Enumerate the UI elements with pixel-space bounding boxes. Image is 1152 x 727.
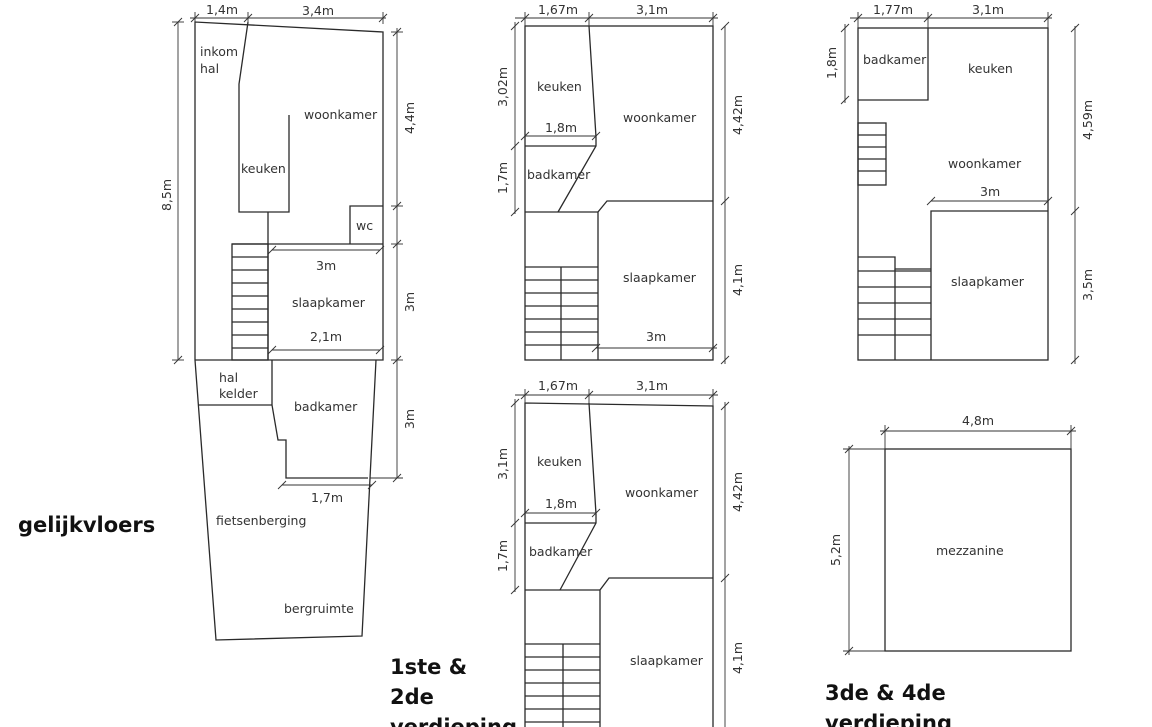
dim-right-upper: 4,4m <box>402 102 417 134</box>
f12b-dim-left-lower: 1,7m <box>495 540 510 572</box>
f34-dim-left: 1,8m <box>824 47 839 79</box>
f12b-dim-right-lower: 4,1m <box>730 642 745 674</box>
f34-badkamer-wall <box>858 28 929 101</box>
dim-bad-width: 1,7m <box>311 490 343 505</box>
f12b-stair <box>525 643 600 727</box>
mezz-dim-height: 5,2m <box>828 534 843 566</box>
ground-dimensions <box>172 12 403 490</box>
label-woonkamer: woonkamer <box>304 107 378 122</box>
section-title-1-2-line1: 1ste & <box>390 655 467 679</box>
label-bergruimte: bergruimte <box>284 601 354 616</box>
f12a-keuken-wall <box>557 25 597 213</box>
f34-label-slaapkamer: slaapkamer <box>951 274 1025 289</box>
f34-dim-slaap-width: 3m <box>980 184 1000 199</box>
f12a-dim-top-right: 3,1m <box>636 2 668 17</box>
mezzanine-plan: mezzanine 4,8m 5,2m <box>828 413 1076 656</box>
section-title-1-2-line3: verdieping <box>390 715 517 727</box>
f12a-dim-left-upper: 3,02m <box>495 67 510 107</box>
kelder-outline <box>194 359 377 641</box>
f12a-dim-keuken-width: 1,8m <box>545 120 577 135</box>
mezzanine-outline <box>884 448 1072 652</box>
f12b-dim-top-left: 1,67m <box>538 378 578 393</box>
label-hal-kelder-2: kelder <box>219 386 259 401</box>
f12b-dim-left-upper: 3,1m <box>495 448 510 480</box>
f12b-label-woonkamer: woonkamer <box>625 485 699 500</box>
f12b-slaap-wall <box>599 577 713 727</box>
dim-right-middle: 3m <box>402 292 417 312</box>
f34-outline <box>857 27 1049 361</box>
section-title-3-4-line2: verdieping <box>825 711 952 727</box>
keuken-wall <box>238 21 290 213</box>
floor-1-2-top-plan: keuken woonkamer badkamer slaapkamer 1,6… <box>495 2 745 365</box>
stair <box>231 243 269 361</box>
mezz-dim-width: 4,8m <box>962 413 994 428</box>
badkamer-wall <box>271 360 368 479</box>
dim-top-right: 3,4m <box>302 3 334 18</box>
f34-slaap-wall <box>930 210 1048 360</box>
f34-dim-right-upper: 4,59m <box>1080 100 1095 140</box>
dim-right-lower: 3m <box>402 409 417 429</box>
floor-3-4-plan: badkamer keuken woonkamer slaapkamer 1,7… <box>824 2 1095 365</box>
f12a-label-woonkamer: woonkamer <box>623 110 697 125</box>
label-hal-kelder-1: hal <box>219 370 238 385</box>
f34-label-woonkamer: woonkamer <box>948 156 1022 171</box>
f34-stair-upper <box>857 122 887 186</box>
label-badkamer: badkamer <box>294 399 358 414</box>
stair-treads <box>232 256 268 349</box>
f12a-dim-right-upper: 4,42m <box>730 95 745 135</box>
f34-dim-top-right: 3,1m <box>972 2 1004 17</box>
f12a-dim-left-lower: 1,7m <box>495 162 510 194</box>
dim-height-total: 8,5m <box>159 179 174 211</box>
f12b-dim-right-upper: 4,42m <box>730 472 745 512</box>
f12b-label-badkamer: badkamer <box>529 544 593 559</box>
f12a-dim-top-left: 1,67m <box>538 2 578 17</box>
f12b-label-slaapkamer: slaapkamer <box>630 653 704 668</box>
label-fietsenberging: fietsenberging <box>216 513 306 528</box>
f34-label-keuken: keuken <box>968 61 1013 76</box>
ground-floor-plan: inkom hal woonkamer keuken wc slaapkamer… <box>159 2 417 641</box>
f12b-dim-keuken-width: 1,8m <box>545 496 577 511</box>
f12a-dim-slaap-width: 3m <box>646 329 666 344</box>
f12a-dimensions <box>510 12 730 365</box>
ground-outline <box>194 21 384 361</box>
f12a-label-slaapkamer: slaapkamer <box>623 270 697 285</box>
f12a-outline <box>524 25 714 361</box>
f34-dim-top-left: 1,77m <box>873 2 913 17</box>
wc-wall <box>349 205 383 244</box>
section-title-1-2-line2: 2de <box>390 685 434 709</box>
f12b-keuken-wall <box>559 402 597 591</box>
dim-top-left: 1,4m <box>206 2 238 17</box>
f12a-slaap-wall <box>597 200 713 360</box>
floor-1-2-bottom-plan: keuken woonkamer badkamer slaapkamer 1,6… <box>495 378 745 727</box>
mezzanine-dimensions <box>843 425 1076 656</box>
label-mezzanine: mezzanine <box>936 543 1004 558</box>
f12b-outline <box>524 402 714 727</box>
f12a-dim-right-lower: 4,1m <box>730 264 745 296</box>
f12a-stair <box>525 266 598 360</box>
label-slaapkamer: slaapkamer <box>292 295 366 310</box>
label-wc: wc <box>356 218 373 233</box>
f12b-dimensions <box>510 389 730 727</box>
dim-slaap-inner: 2,1m <box>310 329 342 344</box>
f12a-label-keuken: keuken <box>537 79 582 94</box>
f12a-label-badkamer: badkamer <box>527 167 591 182</box>
f12b-dim-top-right: 3,1m <box>636 378 668 393</box>
label-hal: hal <box>200 61 219 76</box>
f12b-label-keuken: keuken <box>537 454 582 469</box>
section-title-ground: gelijkvloers <box>18 513 155 537</box>
label-keuken: keuken <box>241 161 286 176</box>
section-title-3-4-line1: 3de & 4de <box>825 681 946 705</box>
dim-slaap-width: 3m <box>316 258 336 273</box>
f34-dim-right-lower: 3,5m <box>1080 269 1095 301</box>
f34-label-badkamer: badkamer <box>863 52 927 67</box>
f34-stair-lower <box>858 256 931 360</box>
f34-dimensions <box>840 12 1080 365</box>
label-inkom: inkom <box>200 44 238 59</box>
